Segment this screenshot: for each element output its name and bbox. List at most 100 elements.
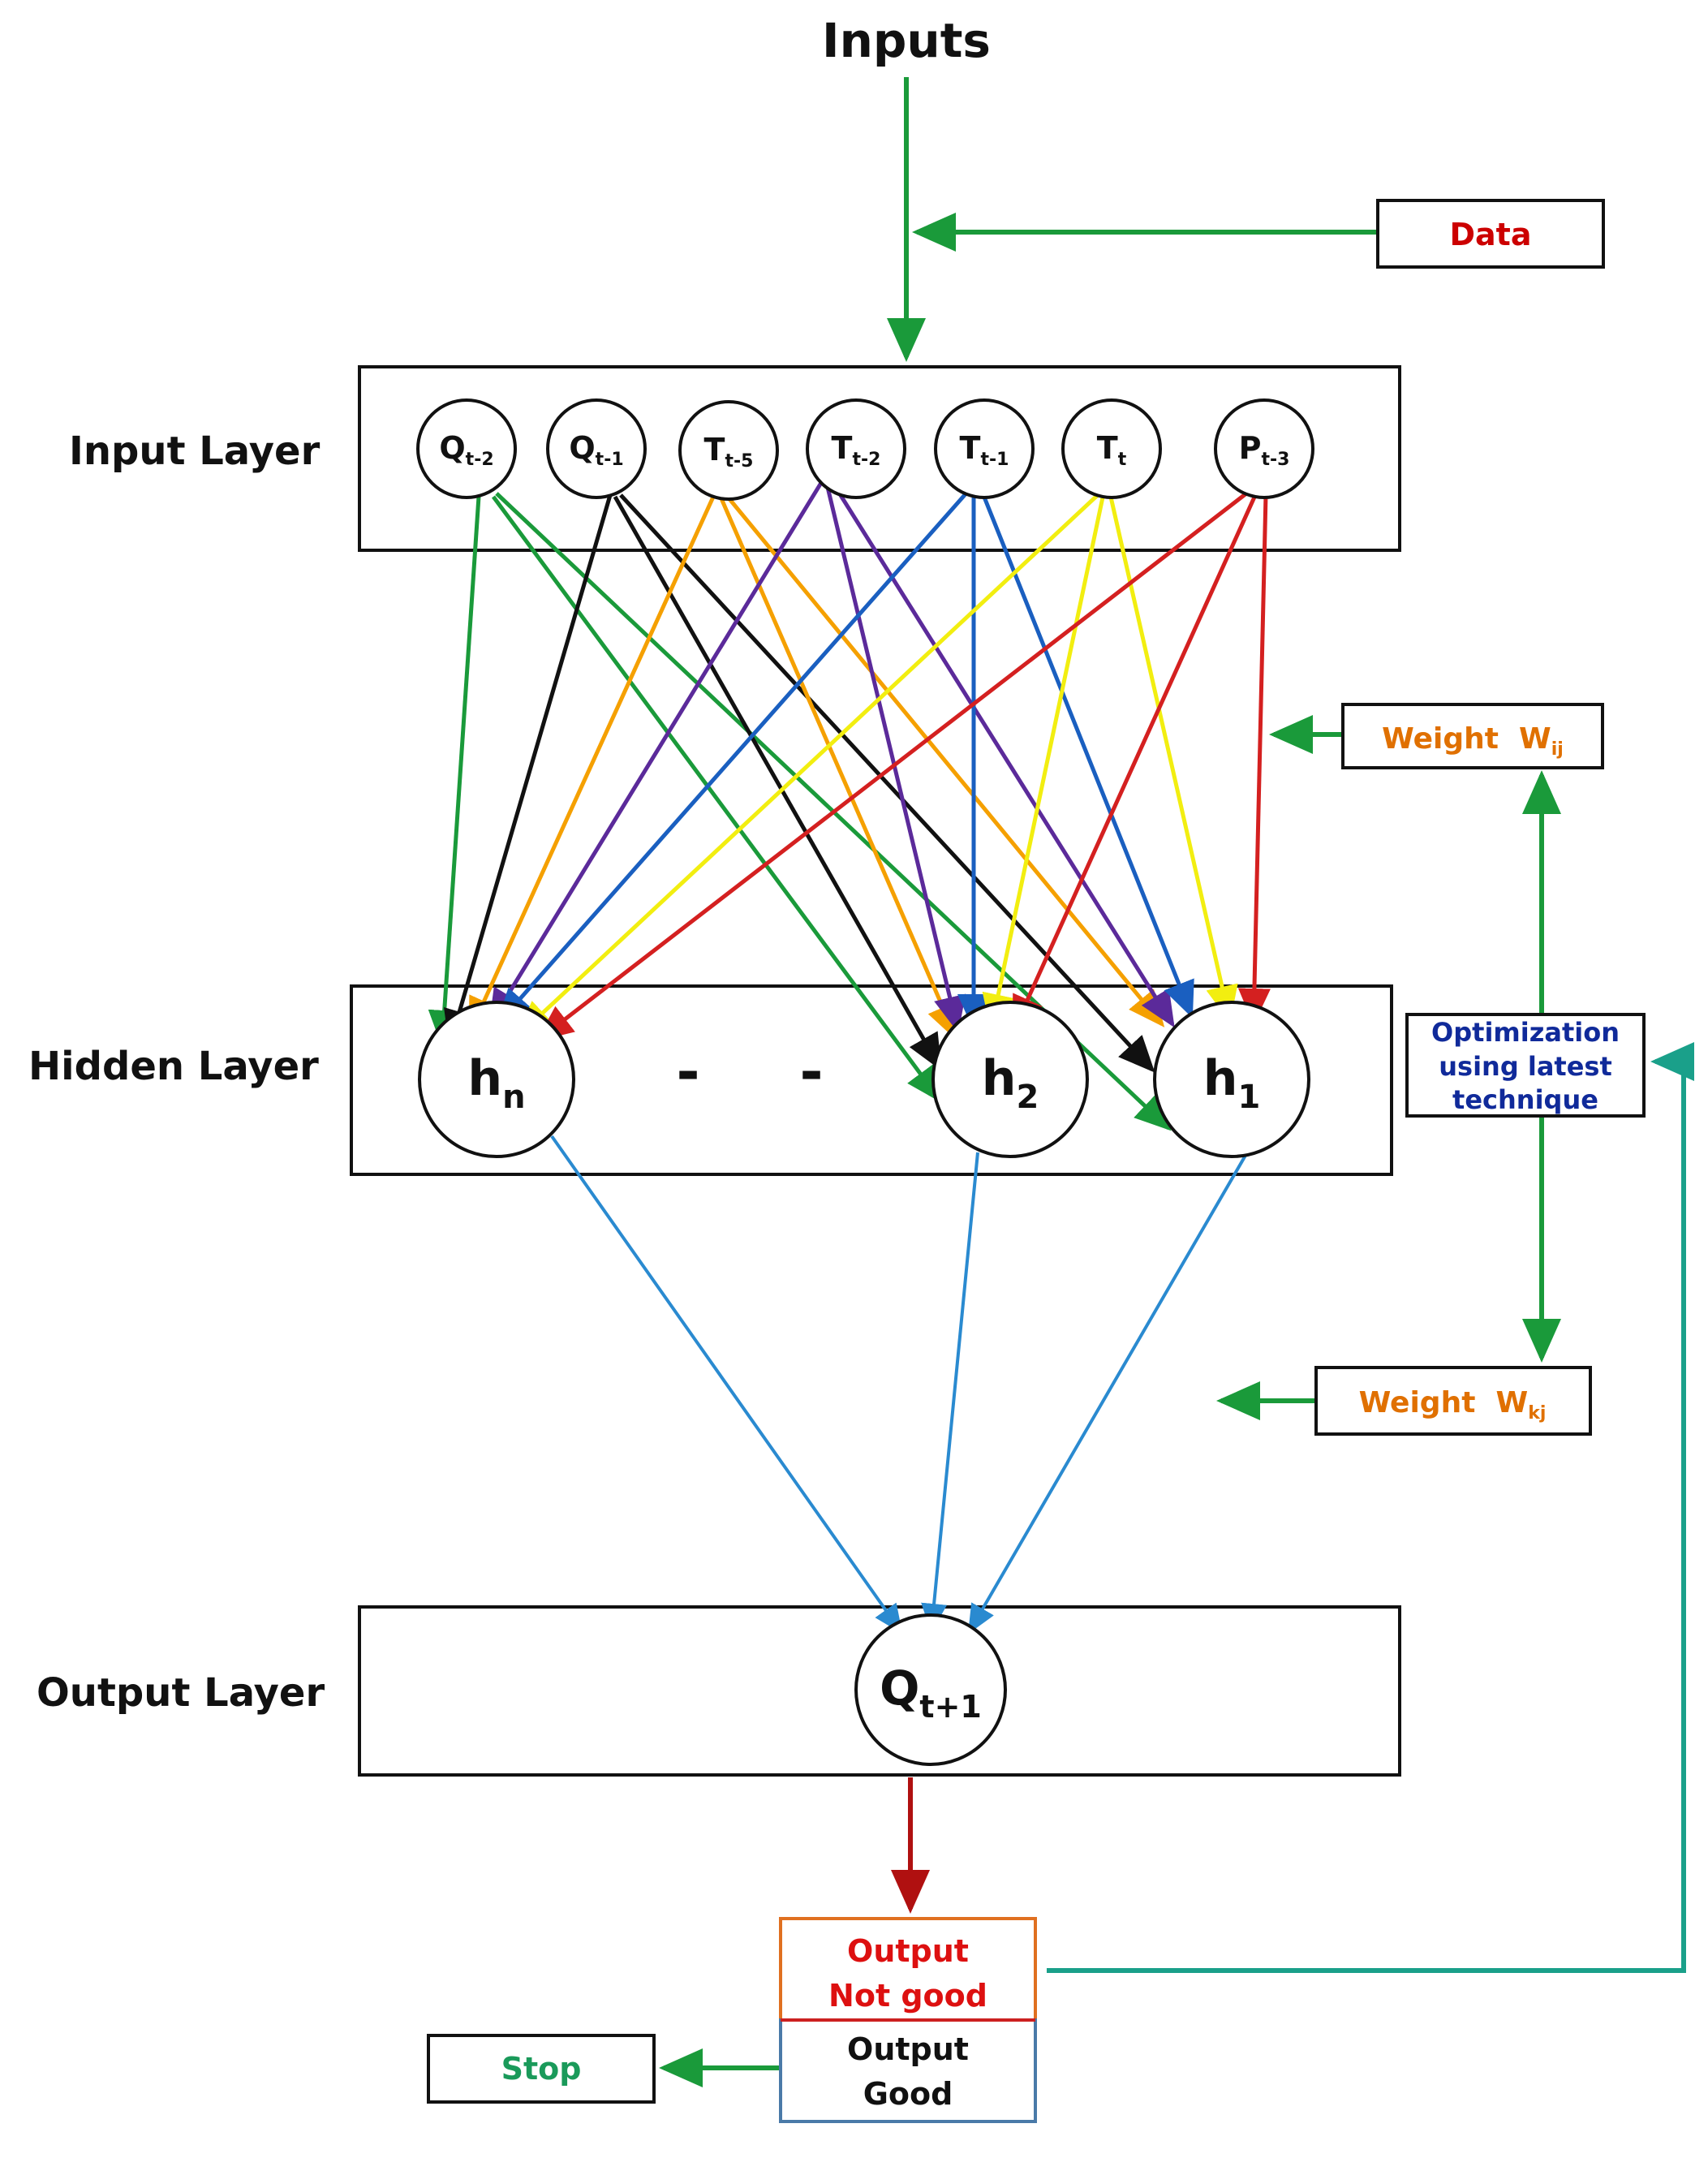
svg-text:h1: h1 [1203, 1050, 1261, 1116]
input-node-3-sub: t-2 [852, 450, 880, 470]
svg-text:Tt-5: Tt-5 [704, 432, 754, 472]
output-layer-label: Output Layer [37, 1670, 325, 1716]
hidden-node-0-sub: n [502, 1079, 525, 1116]
svg-text:h2: h2 [982, 1050, 1039, 1116]
edge-input-6-to-hidden-2 [1237, 494, 1271, 1025]
svg-text:Qt-2: Qt-2 [439, 430, 493, 470]
svg-text:Tt-1: Tt-1 [960, 430, 1009, 470]
edge-input-2-to-hidden-2 [725, 493, 1165, 1027]
data-box [1376, 199, 1605, 269]
input-node-5-sub: t [1118, 450, 1127, 470]
svg-text:Pt-3: Pt-3 [1239, 430, 1290, 470]
hidden-node-1-base: h [982, 1050, 1017, 1107]
hidden-node-1-sub: 2 [1016, 1079, 1039, 1116]
optimization-line-3: technique [1452, 1084, 1598, 1115]
input-layer-label: Input Layer [69, 429, 321, 474]
edge-hidden-0-to-output [550, 1135, 903, 1635]
input-node-2-sub: t-5 [725, 451, 753, 472]
hidden-node-1: h2 [931, 1001, 1089, 1158]
input-node-0-base: Q [439, 430, 465, 466]
svg-text:Qt-1: Qt-1 [569, 430, 623, 470]
edge-hidden-2-to-output [967, 1147, 1251, 1635]
input-node-2-base: T [704, 432, 725, 467]
input-node-6: Pt-3 [1214, 398, 1314, 499]
hidden-dash: - [676, 1039, 699, 1105]
input-node-6-base: P [1239, 430, 1262, 466]
hidden-node-2: h1 [1153, 1001, 1310, 1158]
weight-wkj-box [1314, 1366, 1592, 1436]
edge-input-3-to-hidden-1 [824, 480, 966, 1033]
input-node-4: Tt-1 [934, 398, 1035, 499]
weight-wij-label: Weight Wij [1382, 722, 1564, 760]
edge-input-5-to-hidden-0 [516, 492, 1101, 1038]
weight-wkj-label: Weight Wkj [1359, 1386, 1547, 1424]
stop-label: Stop [501, 2051, 582, 2087]
stop-box [427, 2034, 656, 2104]
diagram-title: Inputs [822, 13, 991, 68]
output-node-q-t-plus-1: Qt+1 [854, 1613, 1007, 1766]
weight-wij-sub: ij [1551, 739, 1564, 760]
weight-wkj-base: Weight W [1359, 1386, 1529, 1419]
hidden-layer-label: Hidden Layer [28, 1044, 319, 1089]
edge-input-1-to-hidden-2 [619, 493, 1155, 1073]
input-node-1-base: Q [569, 430, 595, 466]
output-good-line-1: Output [847, 2031, 969, 2067]
edge-input-6-to-hidden-0 [536, 489, 1251, 1042]
hidden-dash: - [799, 1039, 823, 1105]
hidden-node-0: hn [418, 1001, 575, 1158]
edge-input-0-to-hidden-0 [428, 496, 481, 1047]
edge-input-4-to-hidden-0 [496, 488, 971, 1026]
edge-input-1-to-hidden-1 [613, 495, 942, 1071]
input-node-3-base: T [832, 430, 853, 466]
input-node-5-base: T [1097, 430, 1118, 466]
hidden-node-2-base: h [1203, 1050, 1238, 1107]
weight-wij-box [1341, 703, 1604, 769]
control-flow-arrows [659, 77, 1694, 2087]
hidden-node-0-base: h [467, 1050, 502, 1107]
edge-input-6-to-hidden-1 [1012, 492, 1258, 1033]
input-node-3: Tt-2 [806, 398, 906, 499]
data-label: Data [1450, 217, 1532, 252]
weight-wkj-sub: kj [1528, 1403, 1546, 1424]
input-node-1-sub: t-1 [596, 450, 624, 470]
output-good-line-2: Good [863, 2076, 953, 2112]
output-node-sub: t+1 [919, 1689, 981, 1725]
input-node-0-sub: t-2 [466, 450, 494, 470]
edge-input-3-to-hidden-0 [488, 477, 826, 1027]
svg-text:hn: hn [467, 1050, 525, 1116]
svg-text:Qt+1: Qt+1 [880, 1660, 982, 1725]
hidden-to-output-connections [550, 1135, 1251, 1635]
edge-input-1-to-hidden-0 [444, 494, 613, 1047]
input-node-1: Qt-1 [546, 398, 647, 499]
output-good-box [779, 2018, 1037, 2123]
edge-input-2-to-hidden-0 [468, 493, 716, 1035]
weight-wij-base: Weight W [1382, 722, 1551, 756]
input-node-2: Tt-5 [678, 400, 779, 501]
optimization-line-1: Optimization [1431, 1017, 1620, 1048]
input-node-4-base: T [960, 430, 981, 466]
optimization-line-2: using latest [1439, 1051, 1612, 1082]
edge-input-5-to-hidden-1 [982, 493, 1106, 1031]
svg-text:Tt: Tt [1097, 430, 1127, 470]
edge-input-4-to-hidden-2 [979, 490, 1194, 1019]
edge-input-0-to-hidden-1 [491, 495, 942, 1104]
output-not-good-line-2: Not good [828, 1978, 987, 2014]
input-node-4-sub: t-1 [980, 450, 1009, 470]
input-node-0: Qt-2 [416, 398, 517, 499]
hidden-node-2-sub: 1 [1237, 1079, 1260, 1116]
output-not-good-line-1: Output [847, 1933, 969, 1969]
input-node-5: Tt [1061, 398, 1162, 499]
edge-input-5-to-hidden-2 [1108, 493, 1238, 1023]
not-good-feedback-arrow [1047, 1042, 1694, 1973]
svg-text:Tt-2: Tt-2 [832, 430, 881, 470]
input-node-6-sub: t-3 [1261, 450, 1289, 470]
optimization-box [1405, 1013, 1646, 1118]
edge-input-2-to-hidden-1 [718, 496, 958, 1041]
edge-hidden-1-to-output [921, 1152, 979, 1633]
edge-input-3-to-hidden-2 [827, 476, 1175, 1028]
output-node-base: Q [880, 1660, 919, 1716]
input-to-hidden-connections [428, 476, 1271, 1131]
